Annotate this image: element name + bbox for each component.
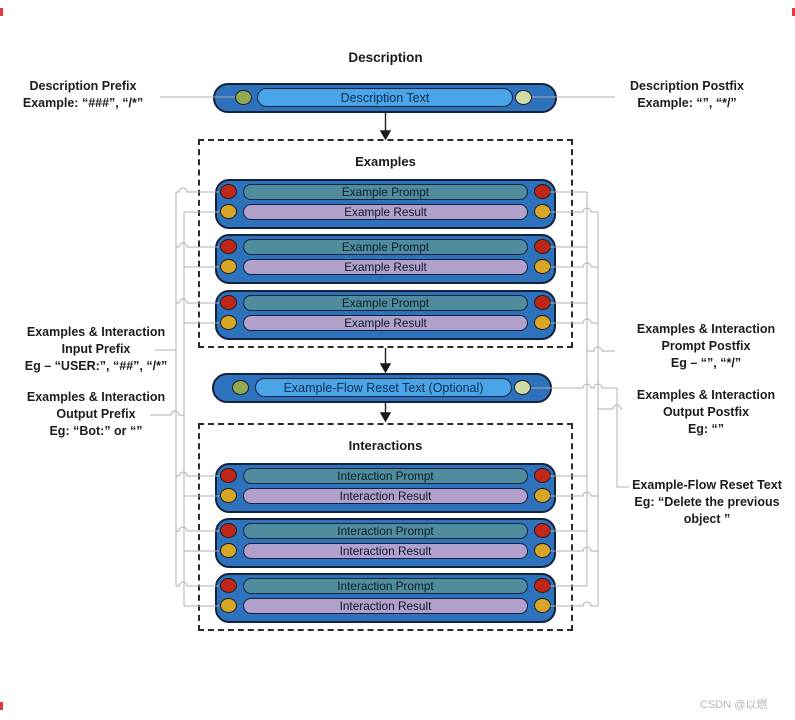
example-group: Example Prompt Example Result — [215, 179, 556, 229]
result-postfix-dot — [534, 543, 551, 558]
interaction-group: Interaction Prompt Interaction Result — [215, 518, 556, 568]
example-group: Example Prompt Example Result — [215, 290, 556, 340]
example-result-pill: Example Result — [243, 204, 528, 220]
prompt-prefix-dot — [220, 239, 237, 254]
note-line: Eg: “Bot:” or “” — [49, 424, 143, 438]
prompt-postfix-dot — [534, 523, 551, 538]
prompt-postfix-dot — [534, 295, 551, 310]
note-line: Eg: “Delete the previous — [634, 495, 780, 509]
reset-pill: Example-Flow Reset Text (Optional) — [212, 373, 552, 403]
result-prefix-dot — [220, 598, 237, 613]
example-prompt-pill: Example Prompt — [243, 295, 528, 311]
note-output-prefix: Examples & Interaction Output Prefix Eg:… — [6, 389, 186, 440]
note-line: Prompt Postfix — [661, 339, 751, 353]
note-line: Example: “###”, “/*” — [22, 96, 144, 110]
interaction-prompt-pill: Interaction Prompt — [243, 468, 528, 484]
note-line: Output Postfix — [662, 405, 750, 419]
interactions-title: Interactions — [348, 438, 423, 453]
result-prefix-dot — [220, 315, 237, 330]
description-title: Description — [348, 50, 423, 65]
description-postfix-dot — [515, 90, 532, 105]
interaction-group: Interaction Prompt Interaction Result — [215, 463, 556, 513]
corner-mark — [0, 702, 3, 710]
corner-mark — [0, 8, 3, 16]
reset-inner-pill: Example-Flow Reset Text (Optional) — [255, 378, 512, 397]
prompt-prefix-dot — [220, 295, 237, 310]
note-reset-text: Example-Flow Reset Text Eg: “Delete the … — [617, 477, 795, 528]
example-result-pill: Example Result — [243, 315, 528, 331]
prompt-postfix-dot — [534, 184, 551, 199]
note-output-postfix: Examples & Interaction Output Postfix Eg… — [616, 387, 795, 438]
prompt-postfix-dot — [534, 239, 551, 254]
note-line: Eg – “”, “*/” — [670, 356, 742, 370]
corner-mark — [792, 8, 795, 16]
note-line: Eg: “” — [687, 422, 725, 436]
result-postfix-dot — [534, 204, 551, 219]
note-line: Example-Flow Reset Text — [632, 478, 782, 492]
interaction-result-pill: Interaction Result — [243, 488, 528, 504]
example-prompt-pill: Example Prompt — [243, 184, 528, 200]
prompt-prefix-dot — [220, 468, 237, 483]
examples-title: Examples — [355, 154, 416, 169]
prompt-postfix-dot — [534, 468, 551, 483]
note-line: Input Prefix — [61, 342, 131, 356]
note-line: Description Postfix — [630, 79, 744, 93]
note-prompt-postfix: Examples & Interaction Prompt Postfix Eg… — [616, 321, 795, 372]
interaction-result-pill: Interaction Result — [243, 598, 528, 614]
note-line: Eg – “USER:”, “##”, “/*” — [24, 359, 168, 373]
prompt-prefix-dot — [220, 523, 237, 538]
example-prompt-pill: Example Prompt — [243, 239, 528, 255]
note-line: Examples & Interaction — [26, 390, 166, 404]
description-inner-pill: Description Text — [257, 88, 513, 107]
interaction-group: Interaction Prompt Interaction Result — [215, 573, 556, 623]
result-postfix-dot — [534, 315, 551, 330]
arrowhead-icon — [379, 130, 392, 141]
watermark: CSDN @以燃 — [700, 699, 768, 711]
note-line: Examples & Interaction — [636, 388, 776, 402]
result-postfix-dot — [534, 598, 551, 613]
description-prefix-dot — [235, 90, 252, 105]
result-prefix-dot — [220, 204, 237, 219]
result-prefix-dot — [220, 488, 237, 503]
result-postfix-dot — [534, 259, 551, 274]
note-line: Output Prefix — [56, 407, 136, 421]
prompt-prefix-dot — [220, 578, 237, 593]
note-description-prefix: Description Prefix Example: “###”, “/*” — [3, 78, 163, 112]
prompt-prefix-dot — [220, 184, 237, 199]
note-line: Examples & Interaction — [636, 322, 776, 336]
reset-prefix-dot — [232, 380, 249, 395]
example-group: Example Prompt Example Result — [215, 234, 556, 284]
note-line: Description Prefix — [29, 79, 137, 93]
interaction-result-pill: Interaction Result — [243, 543, 528, 559]
note-description-postfix: Description Postfix Example: “”, “*/” — [607, 78, 767, 112]
prompt-postfix-dot — [534, 578, 551, 593]
note-line: Examples & Interaction — [26, 325, 166, 339]
interaction-prompt-pill: Interaction Prompt — [243, 523, 528, 539]
note-line: object ” — [683, 512, 731, 526]
note-input-prefix: Examples & Interaction Input Prefix Eg –… — [6, 324, 186, 375]
arrowhead-icon — [379, 363, 392, 374]
result-prefix-dot — [220, 543, 237, 558]
result-postfix-dot — [534, 488, 551, 503]
reset-postfix-dot — [514, 380, 531, 395]
example-result-pill: Example Result — [243, 259, 528, 275]
note-line: Example: “”, “*/” — [637, 96, 737, 110]
arrowhead-icon — [379, 412, 392, 423]
result-prefix-dot — [220, 259, 237, 274]
interaction-prompt-pill: Interaction Prompt — [243, 578, 528, 594]
description-pill: Description Text — [213, 83, 557, 113]
